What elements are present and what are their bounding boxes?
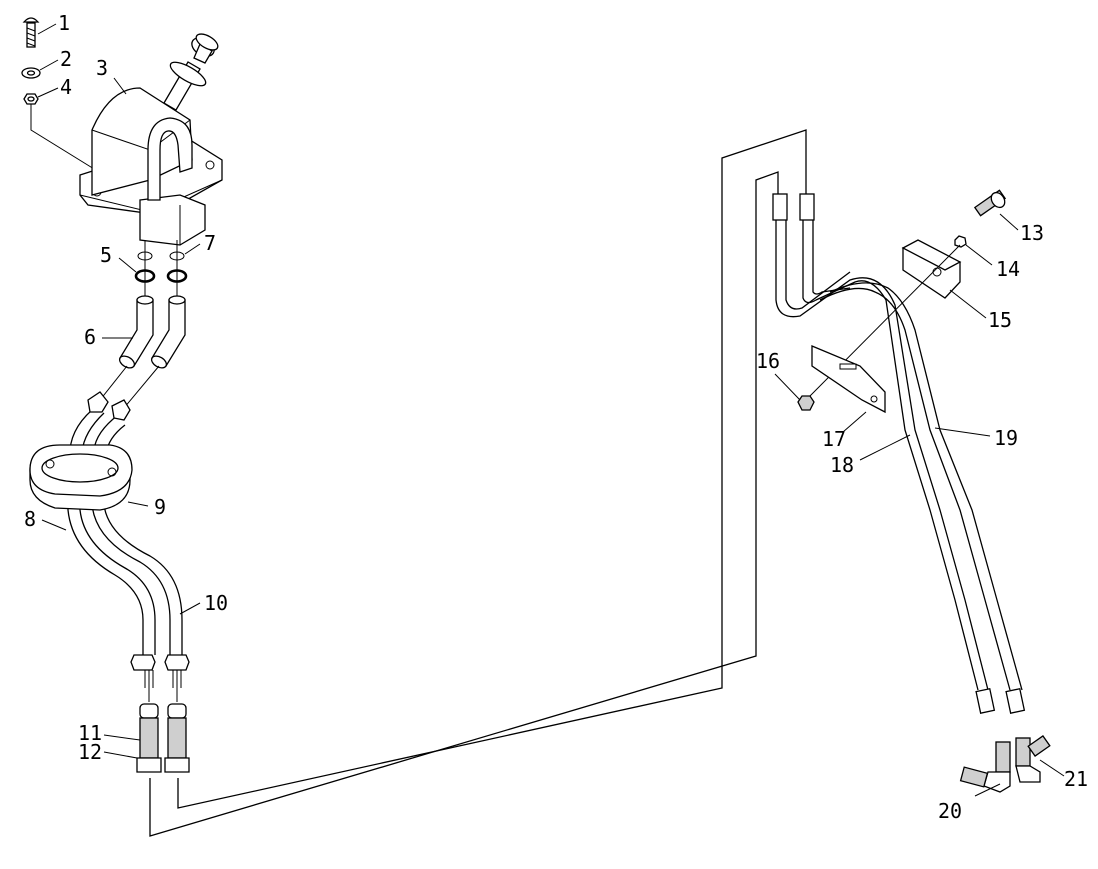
part-11-12-adapters (136, 703, 190, 773)
part-17-plate (811, 345, 886, 414)
callout-9: 9 (154, 495, 166, 519)
part-16-nut (797, 395, 815, 411)
connecting-hose-loop (149, 129, 807, 837)
part-4-nut (23, 93, 39, 105)
callout-21: 21 (1064, 767, 1088, 791)
callout-5: 5 (100, 243, 112, 267)
part-6-elbow-fittings (118, 295, 186, 369)
part-13-bolt (973, 189, 1007, 217)
callout-8: 8 (24, 507, 36, 531)
callout-14: 14 (996, 257, 1020, 281)
callout-2: 2 (60, 47, 72, 71)
callout-12: 12 (78, 740, 102, 764)
callout-7: 7 (204, 231, 216, 255)
part-14-nut (954, 235, 967, 248)
part-18-19-tubes (772, 193, 1023, 691)
callout-4: 4 (60, 75, 72, 99)
callout-3: 3 (96, 56, 108, 80)
tube-lower-nuts (975, 687, 1026, 714)
leader-lines (37, 23, 1065, 797)
callout-15: 15 (988, 308, 1012, 332)
callout-20: 20 (938, 799, 962, 823)
part-2-washer (21, 67, 41, 79)
callout-18: 18 (830, 453, 854, 477)
part-20-elbow (959, 741, 1011, 793)
tube-end-nuts (130, 654, 190, 702)
callout-16: 16 (756, 349, 780, 373)
callout-1: 1 (58, 11, 70, 35)
part-1-screw (22, 17, 40, 48)
fastener-axis-line (30, 104, 121, 186)
part-3-control-valve (79, 33, 223, 246)
part-15-bracket (901, 239, 962, 299)
callout-13: 13 (1020, 221, 1044, 245)
part-21-elbow (1015, 735, 1051, 783)
callout-6: 6 (84, 325, 96, 349)
callout-11: 11 (78, 721, 102, 745)
callout-17: 17 (822, 427, 846, 451)
callout-labels: 1 2 3 4 5 6 7 8 9 10 11 12 13 14 15 16 1… (24, 11, 1088, 823)
callout-19: 19 (994, 426, 1018, 450)
part-9-grommet (29, 444, 133, 511)
callout-10: 10 (204, 591, 228, 615)
part-10-tubes (67, 391, 183, 655)
